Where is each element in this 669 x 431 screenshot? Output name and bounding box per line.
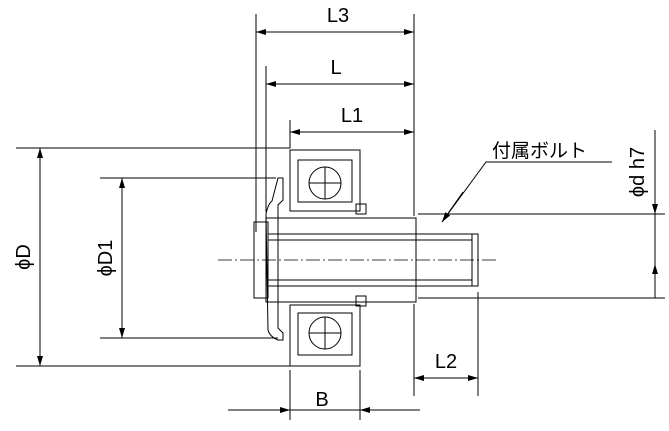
label-phiD1: ϕD1 — [95, 240, 117, 277]
flange — [265, 177, 284, 341]
label-L2: L2 — [435, 351, 457, 373]
bearing-bore-upper — [297, 159, 353, 203]
bolt-leader — [441, 161, 612, 223]
bearing-bore-lower — [297, 312, 353, 356]
extension-lines — [16, 14, 665, 420]
retaining-ring-upper — [355, 203, 367, 215]
label-L3: L3 — [327, 5, 349, 27]
bearing-block-lower — [289, 304, 361, 367]
retaining-ring-lower — [355, 295, 367, 307]
bearing-assembly — [218, 149, 496, 367]
bearing-block-upper — [289, 149, 361, 212]
label-bolt: 付属ボルト — [492, 140, 587, 162]
label-phid-h7: ϕd h7 — [627, 147, 649, 197]
label-phiD: ϕD — [13, 244, 35, 270]
label-L: L — [330, 57, 341, 79]
label-L1: L1 — [341, 105, 363, 127]
label-B: B — [315, 389, 328, 411]
